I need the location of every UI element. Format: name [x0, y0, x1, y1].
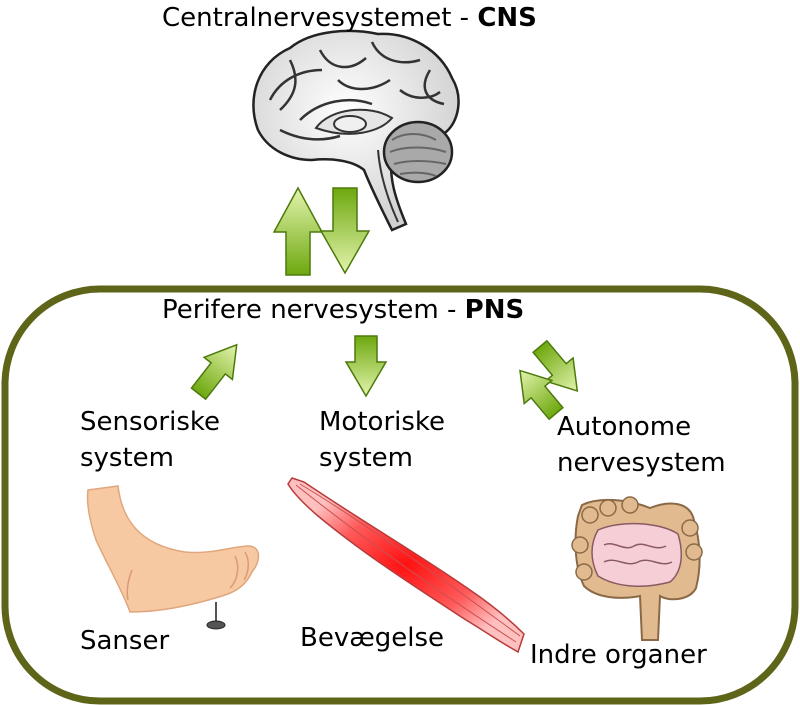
movement-caption: Bevægelse [300, 623, 445, 653]
cns-title-text: Centralnervesystemet - [162, 3, 478, 33]
arrow-up-icon [272, 186, 324, 276]
autonomic-label-line1: Autonome [557, 412, 692, 442]
motor-label-line1: Motoriske [319, 407, 446, 437]
autonomic-arrow-up-icon [519, 369, 564, 421]
cns-title-bold: CNS [477, 3, 537, 33]
cns-title: Centralnervesystemet - CNS [162, 0, 537, 36]
senses-caption: Sanser [80, 626, 170, 656]
pns-title-bold: PNS [464, 295, 525, 325]
arrow-down-icon [319, 187, 371, 275]
motor-arrow-icon [344, 335, 388, 398]
brain-icon [252, 29, 460, 232]
sensory-label-line2: system [80, 443, 174, 473]
intestine-icon [571, 496, 703, 641]
autonomic-label: Autonome nervesystem [557, 409, 726, 481]
autonomic-arrow-down-icon [532, 339, 579, 393]
pns-title: Perifere nervesystem - PNS [162, 292, 524, 328]
pns-frame [1, 285, 799, 705]
sensory-label: Sensoriske system [80, 404, 220, 476]
internal-organs-caption: Indre organer [530, 640, 707, 670]
muscle-icon [287, 477, 525, 654]
pns-title-text: Perifere nervesystem - [162, 295, 465, 325]
sensory-arrow-icon [190, 343, 238, 401]
foot-icon [86, 485, 260, 630]
sensory-label-line1: Sensoriske [80, 407, 221, 437]
motor-label-line2: system [319, 443, 413, 473]
autonomic-label-line2: nervesystem [557, 448, 726, 478]
motor-label: Motoriske system [319, 404, 445, 476]
